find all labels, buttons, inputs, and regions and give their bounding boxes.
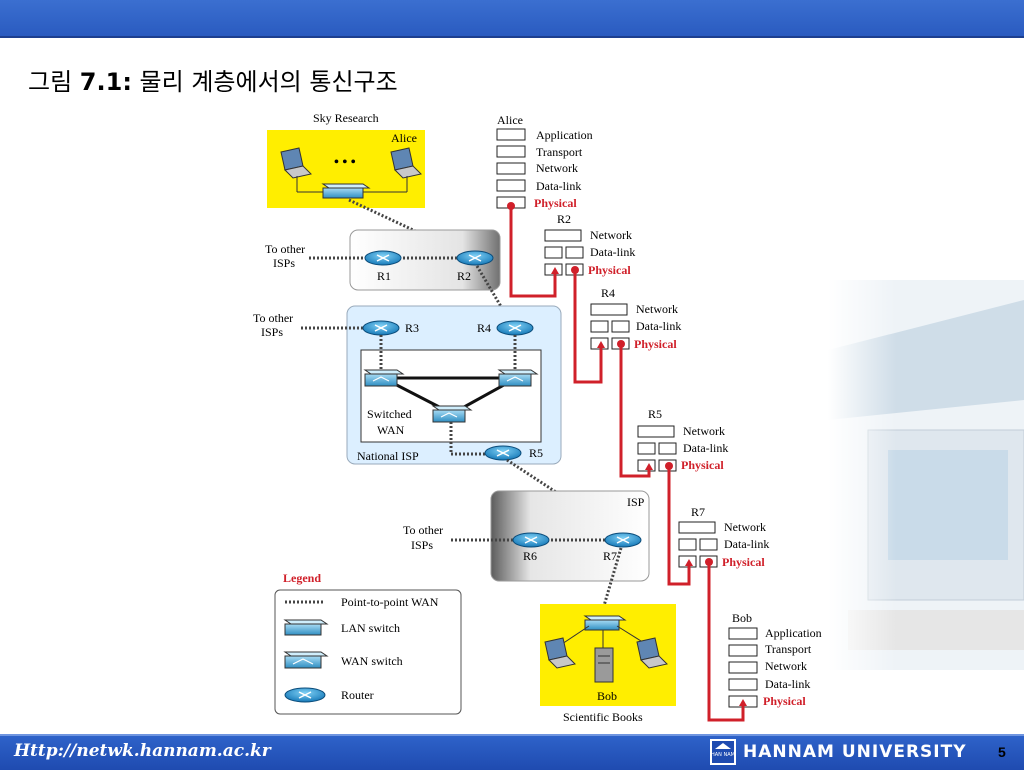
alice-layer-physical: Physical — [534, 196, 577, 210]
slide-title: 그림 7.1: 물리 계층에서의 통신구조 — [28, 62, 398, 97]
r2-stack-title: R2 — [557, 212, 571, 226]
footer-bar — [0, 734, 1024, 770]
lan-switch-icon — [283, 619, 329, 636]
alice-protocol-stack — [496, 128, 526, 209]
lan-switch-icon — [583, 615, 627, 631]
r7-layer-datalink: Data-link — [724, 537, 769, 551]
r4-layer-network: Network — [636, 302, 678, 316]
r2-layer-network: Network — [590, 228, 632, 242]
r4-layer-physical: Physical — [634, 337, 677, 351]
r5-stack-title: R5 — [648, 407, 662, 421]
laptop-icon — [636, 637, 668, 669]
university-name: HANNAM UNIVERSITY — [743, 742, 967, 762]
bob-layer-network: Network — [765, 659, 807, 673]
router-r7-label: R7 — [603, 549, 617, 563]
to-other-isps-2-line1: To other — [253, 311, 293, 325]
wan-switch-icon — [497, 369, 539, 387]
router-r6-icon — [512, 532, 550, 548]
to-other-isps-2-line2: ISPs — [261, 325, 283, 339]
alice-layer-application: Application — [536, 128, 593, 142]
router-r3-label: R3 — [405, 321, 419, 335]
legend-item-lan-switch: LAN switch — [341, 621, 400, 635]
router-r2-label: R2 — [457, 269, 471, 283]
r2-layer-physical: Physical — [588, 263, 631, 277]
router-r2-icon — [456, 250, 494, 266]
alice-layer-network: Network — [536, 161, 578, 175]
university-logo-icon: HAN NAM — [710, 739, 736, 765]
to-other-isps-3-line1: To other — [403, 523, 443, 537]
router-r4-label: R4 — [477, 321, 491, 335]
top-title-bar — [0, 0, 1024, 38]
bob-layer-transport: Transport — [765, 642, 812, 656]
router-r1-icon — [364, 250, 402, 266]
bob-lan-label: Bob — [597, 689, 617, 703]
svg-text:HAN NAM: HAN NAM — [711, 752, 735, 758]
legend-title: Legend — [283, 571, 321, 585]
router-r5-icon — [484, 445, 522, 461]
router-r6-label: R6 — [523, 549, 537, 563]
alice-layer-datalink: Data-link — [536, 179, 581, 193]
r7-layer-physical: Physical — [722, 555, 765, 569]
communication-diagram: Sky Research Alice • • • To other ISPs R… — [253, 111, 822, 724]
r7-stack-title: R7 — [691, 505, 705, 519]
page-number: 5 — [998, 744, 1006, 760]
legend-item-router: Router — [341, 688, 374, 702]
laptop-icon — [390, 147, 422, 179]
router-r4-icon — [496, 320, 534, 336]
isp-box — [490, 490, 650, 582]
footer-url: Http://netwk.hannam.ac.kr — [14, 741, 271, 761]
alice-layer-transport: Transport — [536, 145, 583, 159]
national-isp-label: National ISP — [357, 449, 419, 463]
to-other-isps-1-line1: To other — [265, 242, 305, 256]
router-r3-icon — [362, 320, 400, 336]
wan-switch-icon — [283, 651, 329, 669]
r4-stack-title: R4 — [601, 286, 615, 300]
figure-number: 7.1: — [79, 68, 132, 96]
router-r5-label: R5 — [529, 446, 543, 460]
bob-layer-physical: Physical — [763, 694, 806, 708]
r2-layer-datalink: Data-link — [590, 245, 635, 259]
server-icon — [594, 647, 614, 683]
sky-research-label: Sky Research — [313, 111, 379, 125]
regional-isp-box — [349, 229, 501, 291]
legend-item-p2p-wan: Point-to-point WAN — [341, 595, 439, 609]
r5-layer-network: Network — [683, 424, 725, 438]
alice-stack-title: Alice — [497, 113, 523, 127]
background-decoration — [828, 280, 1024, 670]
lan-switch-icon — [321, 183, 371, 199]
r5-layer-physical: Physical — [681, 458, 724, 472]
switched-wan-label-1: Switched — [367, 407, 412, 421]
r4-layer-datalink: Data-link — [636, 319, 681, 333]
scientific-books-label: Scientific Books — [563, 710, 643, 724]
bob-protocol-stack — [728, 627, 758, 708]
wan-switch-icon — [431, 405, 473, 423]
laptop-icon — [544, 637, 576, 669]
physical-signal-endpoints — [507, 202, 747, 706]
title-prefix: 그림 — [28, 68, 80, 96]
bob-layer-application: Application — [765, 626, 822, 640]
r7-layer-network: Network — [724, 520, 766, 534]
laptop-icon — [280, 147, 312, 179]
legend-item-wan-switch: WAN switch — [341, 654, 403, 668]
router-r7-icon — [604, 532, 642, 548]
wan-link — [348, 198, 474, 260]
physical-signal-path — [509, 206, 745, 722]
router-r1-label: R1 — [377, 269, 391, 283]
ellipsis: • • • — [334, 155, 356, 170]
bob-stack-title: Bob — [732, 611, 752, 625]
title-text: 물리 계층에서의 통신구조 — [131, 68, 398, 96]
alice-lan-label: Alice — [391, 131, 417, 145]
isp-label: ISP — [627, 495, 645, 509]
router-icon — [284, 687, 326, 703]
to-other-isps-1-line2: ISPs — [273, 256, 295, 270]
r5-layer-datalink: Data-link — [683, 441, 728, 455]
switched-wan-label-2: WAN — [377, 423, 405, 437]
wan-switch-icon — [363, 369, 405, 387]
bob-layer-datalink: Data-link — [765, 677, 810, 691]
to-other-isps-3-line2: ISPs — [411, 538, 433, 552]
